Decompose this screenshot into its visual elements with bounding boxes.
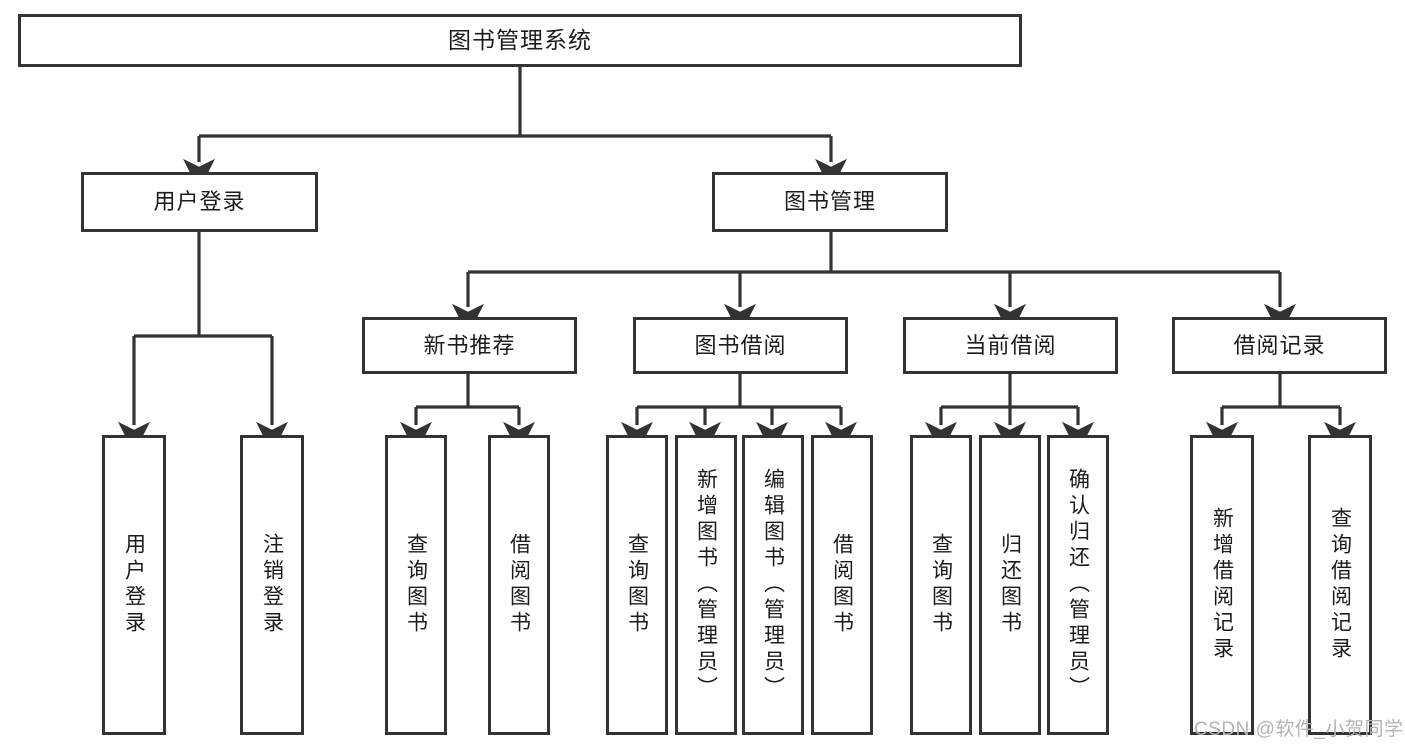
leaf-add-borrow-record[interactable]: 新增借阅记录 bbox=[1190, 435, 1254, 735]
node-label: 新增借阅记录 bbox=[1210, 507, 1234, 663]
node-current-borrow[interactable]: 当前借阅 bbox=[903, 317, 1118, 374]
node-label: 查询图书 bbox=[404, 533, 428, 637]
csdn-watermark: CSDN @软件_小贺同学 bbox=[1194, 719, 1404, 740]
node-label: 用户登录 bbox=[122, 533, 146, 637]
node-label: 注销登录 bbox=[260, 533, 284, 637]
node-book-borrow[interactable]: 图书借阅 bbox=[633, 317, 848, 374]
node-label: 确认归还（管理员） bbox=[1066, 468, 1090, 702]
node-label: 查询图书 bbox=[929, 533, 953, 637]
node-label: 图书借阅 bbox=[694, 332, 787, 358]
node-label: 新书推荐 bbox=[423, 332, 516, 358]
node-label: 查询借阅记录 bbox=[1328, 507, 1352, 663]
node-label: 归还图书 bbox=[998, 533, 1022, 637]
node-user-login[interactable]: 用户登录 bbox=[81, 172, 318, 232]
leaf-query-borrow-record[interactable]: 查询借阅记录 bbox=[1308, 435, 1372, 735]
node-label: 借阅图书 bbox=[507, 533, 531, 637]
leaf-query-book-borrow[interactable]: 查询图书 bbox=[606, 435, 668, 735]
node-label: 新增图书（管理员） bbox=[694, 468, 718, 702]
node-label: 图书管理系统 bbox=[448, 27, 592, 54]
node-new-book-recommend[interactable]: 新书推荐 bbox=[362, 317, 577, 374]
node-label: 用户登录 bbox=[153, 189, 246, 215]
node-label: 当前借阅 bbox=[964, 332, 1057, 358]
node-label: 借阅记录 bbox=[1233, 332, 1326, 358]
leaf-edit-book-admin[interactable]: 编辑图书（管理员） bbox=[742, 435, 804, 735]
node-borrow-record[interactable]: 借阅记录 bbox=[1172, 317, 1387, 374]
leaf-add-book-admin[interactable]: 新增图书（管理员） bbox=[675, 435, 737, 735]
leaf-borrow-book[interactable]: 借阅图书 bbox=[811, 435, 873, 735]
leaf-query-book-current[interactable]: 查询图书 bbox=[910, 435, 972, 735]
leaf-user-login[interactable]: 用户登录 bbox=[102, 435, 166, 735]
node-label: 图书管理 bbox=[783, 189, 876, 215]
leaf-query-book-recommend[interactable]: 查询图书 bbox=[385, 435, 447, 735]
node-root-system[interactable]: 图书管理系统 bbox=[18, 14, 1022, 67]
node-label: 查询图书 bbox=[625, 533, 649, 637]
node-label: 借阅图书 bbox=[830, 533, 854, 637]
leaf-borrow-book-recommend[interactable]: 借阅图书 bbox=[488, 435, 550, 735]
node-book-management[interactable]: 图书管理 bbox=[712, 172, 948, 232]
leaf-logout[interactable]: 注销登录 bbox=[240, 435, 304, 735]
leaf-confirm-return-admin[interactable]: 确认归还（管理员） bbox=[1047, 435, 1109, 735]
leaf-return-book[interactable]: 归还图书 bbox=[979, 435, 1041, 735]
node-label: 编辑图书（管理员） bbox=[761, 468, 785, 702]
